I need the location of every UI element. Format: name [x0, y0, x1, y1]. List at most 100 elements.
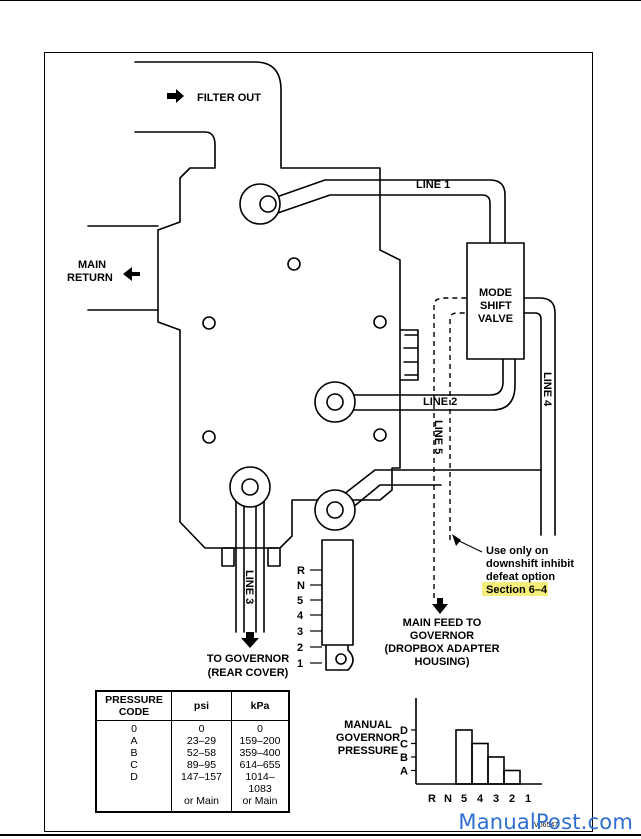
table-cell-kpa: 159–200 [231, 735, 290, 747]
table-cell-code: 0 [95, 720, 172, 735]
line-5-label: LINE 5 [432, 420, 444, 454]
note-line-3: defeat option [486, 571, 555, 583]
chart-bar [487, 756, 505, 785]
selector-label-1: 1 [297, 658, 303, 670]
top-rule [0, 0, 641, 1]
chart-title-line-3: PRESSURE [338, 745, 399, 757]
x-tick-label: 3 [493, 793, 499, 805]
table-cell-code: D [95, 771, 172, 795]
header-pressure-code: PRESSURE CODE [95, 690, 172, 721]
x-tick-label: N [444, 793, 452, 805]
selector-shaft-hole [335, 653, 347, 665]
table-cell-psi: 23–29 [171, 735, 232, 747]
table-cell-psi: 0 [171, 720, 232, 735]
line-5-passage [433, 297, 467, 598]
bolt-hole-2 [202, 316, 216, 330]
table-cell-code [95, 795, 172, 812]
mode-shift-label-1: MODE [479, 287, 512, 299]
note-section: Section 6–4 [486, 584, 548, 596]
table-cell-code: B [95, 747, 172, 759]
main-feed-line-3: (DROPBOX ADAPTER [384, 643, 499, 655]
note-pointer-arrow [452, 534, 461, 546]
side-bolt [399, 329, 419, 381]
line-2-passage-inner [332, 358, 516, 411]
table-cell-kpa: 0 [231, 720, 290, 735]
x-tick-label: 4 [477, 793, 484, 805]
valve-body-outline [157, 164, 401, 549]
table-cell-psi: 89–95 [171, 759, 232, 771]
note-line-1: Use only on [486, 545, 549, 557]
table-cell-kpa: 1014–1083 [231, 771, 290, 795]
filter-out-passage [134, 61, 282, 166]
selector-label-2: 2 [297, 642, 303, 654]
selector-label-N: N [297, 580, 305, 592]
table-cell-kpa: 359–400 [231, 747, 290, 759]
y-tick-label: D [400, 725, 408, 737]
bottom-bolt-left [221, 547, 235, 567]
section-highlight [482, 582, 548, 596]
main-return-arrow [123, 267, 140, 281]
chart-bar [503, 769, 521, 785]
note-pointer-line [456, 539, 483, 553]
x-tick-label: 5 [461, 793, 467, 805]
header-psi: psi [171, 690, 232, 721]
filter-out-label: FILTER OUT [197, 92, 261, 104]
bottom-rule [0, 834, 641, 836]
line-4-passage [523, 297, 556, 536]
selector-label-3: 3 [297, 626, 303, 638]
chart-bar [471, 742, 489, 785]
y-tick-label: B [400, 752, 408, 764]
to-governor-arrow [241, 632, 259, 648]
y-tick-label: C [400, 739, 408, 751]
line-2-label: LINE 2 [423, 396, 457, 408]
figure-frame [44, 52, 593, 832]
selector-shaft [321, 539, 354, 671]
table-cell-kpa: or Main [231, 795, 290, 812]
table-cell-kpa: 614–655 [231, 759, 290, 771]
bolt-hole-1 [287, 257, 301, 271]
selector-label-4: 4 [297, 610, 304, 622]
line-1-passage [267, 179, 506, 244]
chart-title-line-1: MANUAL [344, 719, 392, 731]
mode-shift-valve-box [466, 242, 525, 360]
figure-reference-code: V06547 [534, 822, 559, 829]
bolt-hole-3 [373, 315, 387, 329]
chart-bar [455, 729, 473, 785]
to-governor-line-1: TO GOVERNOR [207, 653, 289, 665]
line-3-passage [235, 477, 265, 633]
table-cell-code: C [95, 759, 172, 771]
y-tick-label: A [400, 766, 408, 778]
line-4-label: LINE 4 [541, 372, 553, 407]
line-2-passage [329, 358, 504, 396]
main-return-label-2: RETURN [67, 272, 113, 284]
bolt-hole-5 [373, 428, 387, 442]
main-feed-arrow [432, 598, 448, 614]
table-cell-psi: 52–58 [171, 747, 232, 759]
note-line-2: downshift inhibit [486, 558, 574, 570]
filter-out-arrow [167, 89, 184, 103]
x-tick-label: 2 [509, 793, 515, 805]
line-1-label: LINE 1 [416, 179, 450, 191]
chart-title-line-2: GOVERNOR [336, 732, 400, 744]
main-feed-line-4: HOUSING) [415, 656, 470, 668]
selector-label-R: R [297, 565, 305, 577]
bolt-hole-4 [202, 430, 216, 444]
table-cell-psi: or Main [171, 795, 232, 812]
line-1-passage-inner [271, 194, 491, 244]
to-governor-line-2: (REAR COVER) [208, 667, 289, 679]
line-4-passage-inner [523, 312, 542, 536]
main-feed-line-2: GOVERNOR [410, 630, 474, 642]
main-return-passage [87, 225, 159, 311]
table-cell-psi: 147–157 [171, 771, 232, 795]
line-5-passage-inner [449, 312, 467, 540]
mode-shift-label-3: VALVE [478, 313, 513, 325]
main-return-label-1: MAIN [78, 259, 106, 271]
